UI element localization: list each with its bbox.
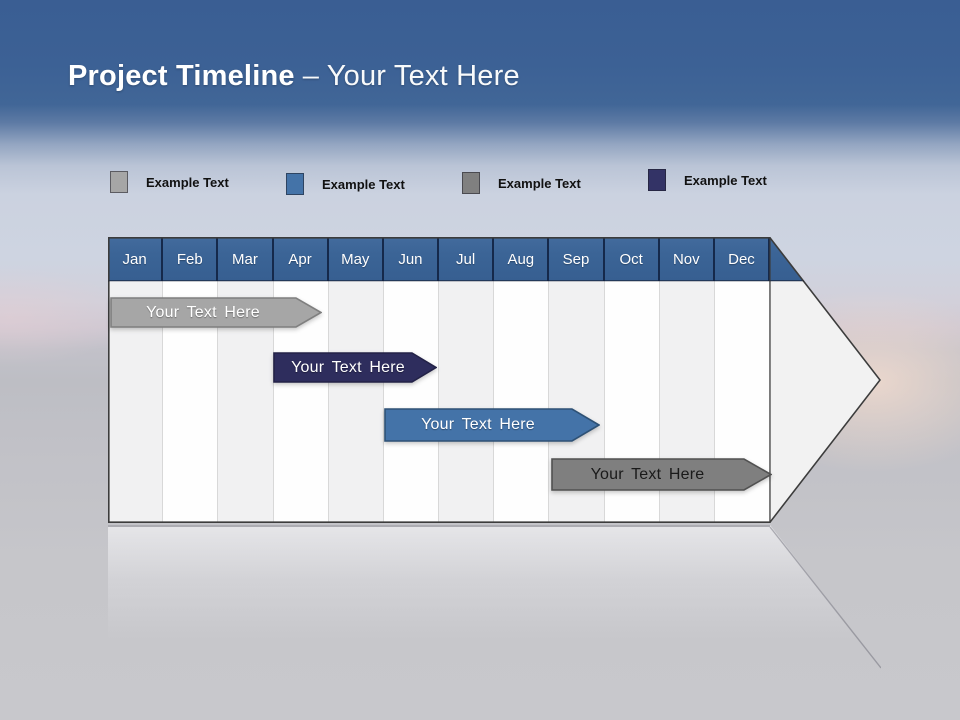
month-cell-apr: Apr	[274, 237, 329, 281]
legend-swatch-navy	[648, 169, 666, 191]
month-cell-oct: Oct	[605, 237, 660, 281]
month-column	[439, 281, 495, 523]
task-bar-3-label: Your Text Here	[421, 416, 535, 433]
timeline-reflection-outline	[108, 525, 881, 669]
month-header-cells: Jan Feb Mar Apr May Jun Jul Aug Sep Oct …	[108, 237, 771, 281]
task-bar-1-label: Your Text Here	[146, 304, 260, 321]
legend-item: Example Text	[648, 169, 767, 191]
legend-item: Example Text	[110, 171, 229, 193]
month-cell-jun: Jun	[384, 237, 440, 281]
month-cell-mar: Mar	[218, 237, 274, 281]
task-bar-4: Your Text Here	[551, 458, 772, 491]
task-bar-1-shape	[110, 297, 322, 328]
legend-swatch-gray	[462, 172, 480, 194]
task-bar-3: Your Text Here	[384, 408, 600, 442]
legend-label: Example Text	[498, 175, 581, 191]
month-cell-jan: Jan	[108, 237, 164, 281]
task-bar-1: Your Text Here	[110, 297, 322, 328]
legend-swatch-blue	[286, 173, 304, 195]
month-cell-jul: Jul	[439, 237, 495, 281]
month-cell-feb: Feb	[163, 237, 219, 281]
task-bar-4-shape	[551, 458, 772, 491]
task-bar-4-label: Your Text Here	[590, 466, 705, 483]
legend-item: Example Text	[286, 173, 405, 195]
task-bar-2: Your Text Here	[273, 352, 437, 383]
month-cell-may: May	[329, 237, 384, 281]
month-column	[328, 281, 384, 523]
legend-label: Example Text	[684, 172, 767, 188]
task-bar-2-shape	[273, 352, 437, 383]
page-title: Project Timeline– Your Text Here	[68, 60, 520, 93]
legend-label: Example Text	[322, 176, 405, 192]
month-cell-dec: Dec	[715, 237, 771, 281]
month-cell-aug: Aug	[494, 237, 550, 281]
page-title-bold: Project Timeline	[68, 60, 295, 92]
legend-item: Example Text	[462, 172, 581, 194]
timeline-reflection	[108, 525, 881, 720]
page-title-rest: – Your Text Here	[302, 60, 520, 92]
legend-swatch-silver	[110, 171, 128, 193]
task-bar-2-label: Your Text Here	[291, 359, 405, 376]
arrow-head-area	[770, 281, 881, 523]
month-cell-nov: Nov	[660, 237, 715, 281]
month-cell-sep: Sep	[549, 237, 605, 281]
legend-label: Example Text	[146, 174, 229, 190]
task-bar-3-shape	[384, 408, 600, 442]
month-column	[494, 281, 550, 523]
month-column	[383, 281, 440, 523]
